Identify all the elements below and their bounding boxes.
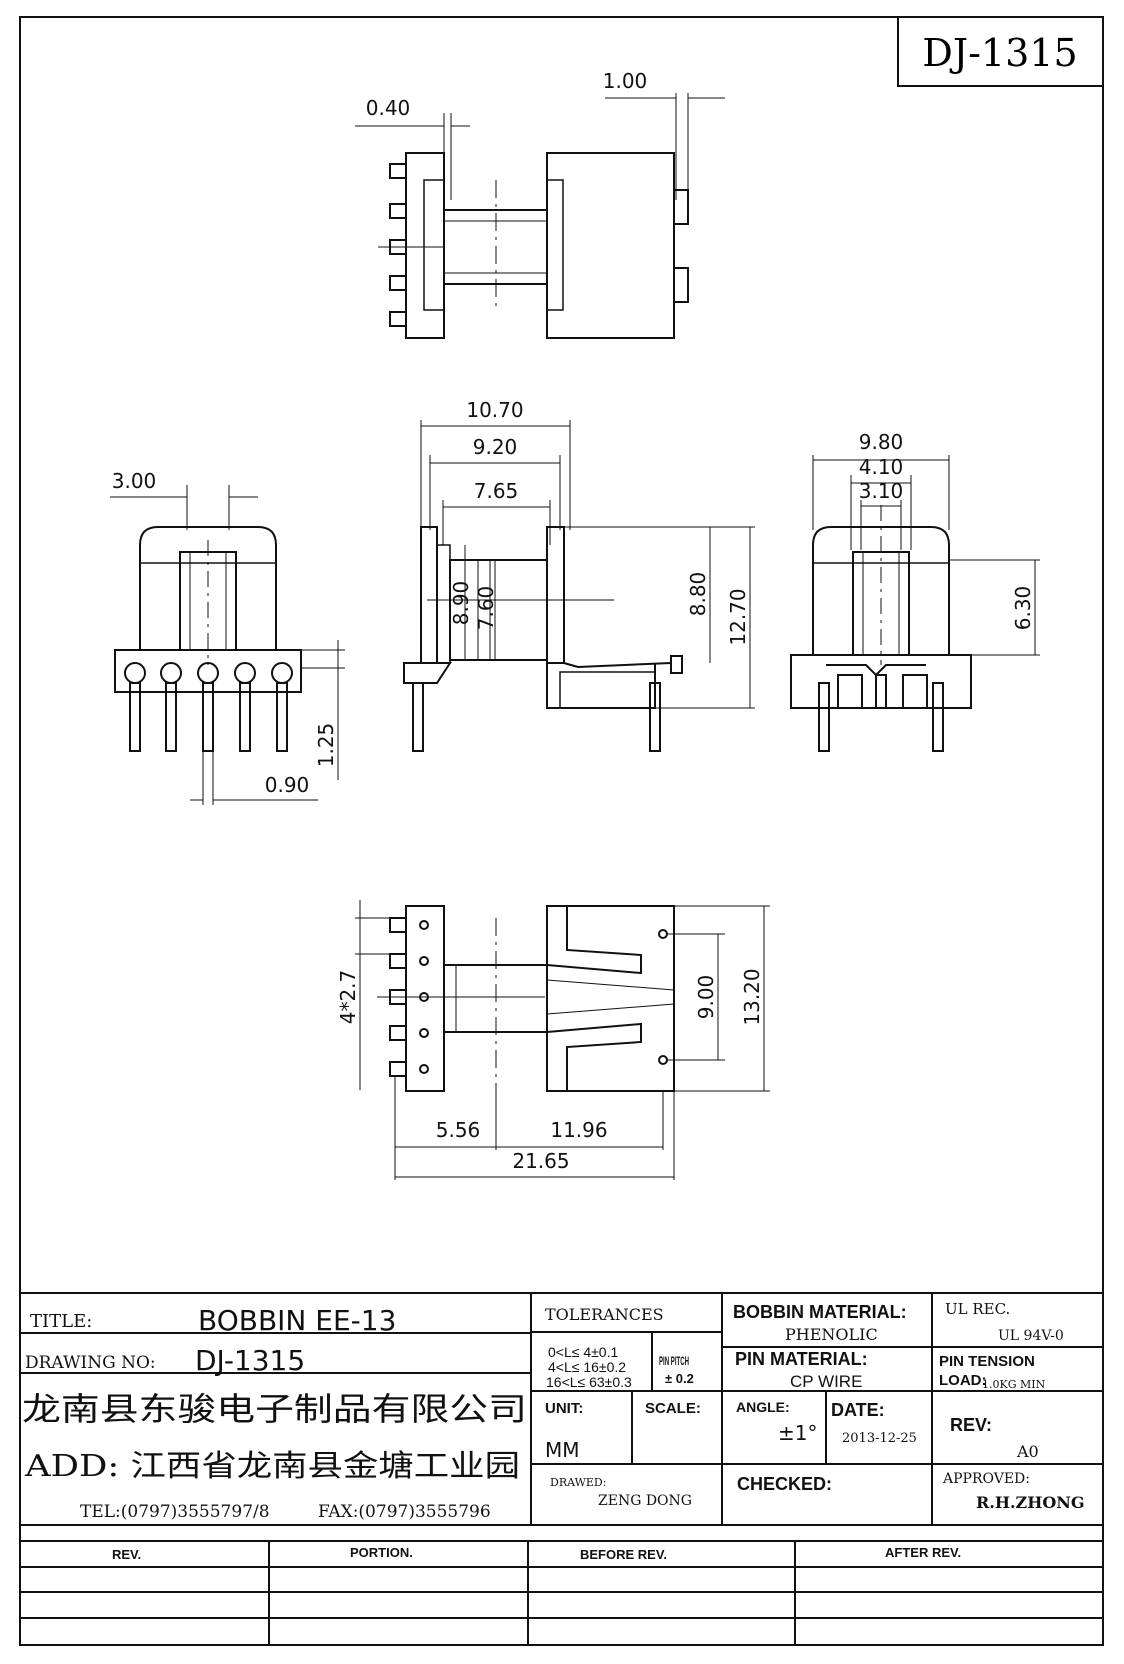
after-rev-header: AFTER REV.	[885, 1545, 961, 1560]
bottom-view	[355, 900, 770, 1180]
dimension-lines	[110, 97, 949, 801]
dim-1-00: 1.00	[603, 69, 648, 93]
pin-pitch-value: ± 0.2	[665, 1371, 694, 1386]
dim-9-80: 9.80	[859, 430, 904, 454]
drawing-no-label: DRAWING NO:	[25, 1353, 156, 1373]
dim-12-70: 12.70	[726, 588, 750, 645]
top-right-body	[546, 152, 675, 339]
angle-label: ANGLE:	[736, 1399, 790, 1415]
dim-0-90: 0.90	[265, 773, 310, 797]
drawed-label: DRAWED:	[550, 1476, 606, 1489]
dim-9-20: 9.20	[473, 435, 518, 459]
dim-10-70: 10.70	[466, 398, 523, 422]
rev-label: REV:	[950, 1415, 992, 1435]
dim-1-25: 1.25	[314, 723, 338, 768]
tolerance-row-1: 0<L≤ 4±0.1	[548, 1344, 618, 1360]
drawing-no-value: DJ-1315	[195, 1344, 305, 1377]
dim-21-65: 21.65	[512, 1149, 569, 1173]
tolerance-row-2: 4<L≤ 16±0.2	[548, 1359, 626, 1375]
load-label: LOAD:	[939, 1372, 987, 1389]
front-pins	[124, 662, 293, 752]
side-left-flange	[420, 526, 438, 664]
angle-value: ±1°	[778, 1421, 817, 1445]
title-label: TITLE:	[30, 1311, 92, 1332]
pin-material-label: PIN MATERIAL:	[735, 1349, 868, 1369]
dim-6-30: 6.30	[1011, 586, 1035, 631]
drawed-value: ZENG DONG	[598, 1493, 692, 1509]
unit-label: UNIT:	[545, 1400, 583, 1417]
right-view	[790, 455, 1040, 752]
scale-label: SCALE:	[645, 1400, 701, 1417]
bottom-left-flange	[405, 905, 445, 1092]
tolerances-label: TOLERANCES	[545, 1305, 664, 1324]
company-address: ADD: 江西省龙南县金塘工业园	[24, 1449, 520, 1484]
title-value: BOBBIN EE-13	[198, 1304, 396, 1337]
dim-5-56: 5.56	[436, 1118, 481, 1142]
dim-13-20: 13.20	[740, 968, 764, 1025]
sheet-border	[19, 16, 1104, 1646]
pin-tension-label: PIN TENSION	[939, 1353, 1035, 1370]
dim-8-80: 8.80	[686, 572, 710, 617]
side-view	[403, 420, 755, 752]
unit-value: MM	[545, 1438, 580, 1462]
portion-header: PORTION.	[350, 1545, 413, 1560]
pin-material-value: CP WIRE	[790, 1372, 862, 1391]
bottom-right-body	[546, 905, 675, 1092]
rev-value: A0	[1016, 1442, 1039, 1461]
bobbin-material-value: PHENOLIC	[785, 1325, 878, 1344]
load-value: 1.0KG MIN	[982, 1378, 1046, 1391]
fax-text: FAX:(0797)3555796	[318, 1502, 491, 1522]
title-block: TITLE: BOBBIN EE-13 DRAWING NO: DJ-1315 …	[20, 1292, 1103, 1645]
ul-rec-label: UL REC.	[945, 1300, 1010, 1318]
date-label: DATE:	[831, 1400, 885, 1420]
ul-rec-value: UL 94V-0	[998, 1328, 1064, 1344]
dim-0-40: 0.40	[366, 96, 411, 120]
dim-4-10: 4.10	[859, 455, 904, 479]
dim-7-65: 7.65	[474, 479, 519, 503]
rev-header: REV.	[112, 1547, 141, 1562]
dim-3-10: 3.10	[859, 479, 904, 503]
dim-4x2-7: 4*2.7	[336, 970, 360, 1025]
bobbin-material-label: BOBBIN MATERIAL:	[733, 1302, 907, 1322]
dimension-labels: 0.40 1.00 10.70 9.20 7.65 8.90 7.60 8.80…	[112, 69, 1035, 1173]
before-rev-header: BEFORE REV.	[580, 1547, 667, 1562]
pin-pitch-label: PIN PITCH	[659, 1354, 689, 1368]
dim-11-96: 11.96	[550, 1118, 607, 1142]
dim-9-00: 9.00	[694, 975, 718, 1020]
approved-value: R.H.ZHONG	[976, 1493, 1085, 1512]
checked-label: CHECKED:	[737, 1474, 832, 1494]
top-view	[378, 93, 689, 339]
dim-8-90: 8.90	[449, 581, 473, 626]
front-view	[114, 485, 345, 805]
dim-3-00: 3.00	[112, 469, 157, 493]
drawing-number-text: DJ-1315	[922, 31, 1077, 75]
side-right-flange	[546, 526, 565, 664]
tolerance-row-3: 16<L≤ 63±0.3	[546, 1374, 632, 1390]
date-value: 2013-12-25	[842, 1431, 917, 1446]
approved-label: APPROVED:	[942, 1471, 1030, 1487]
part-drawings	[110, 93, 1040, 1180]
company-name: 龙南县东骏电子制品有限公司	[22, 1390, 527, 1428]
front-base	[114, 649, 302, 693]
drawing-number-box: DJ-1315	[897, 17, 1103, 87]
dim-7-60: 7.60	[474, 586, 498, 631]
tel-text: TEL:(0797)3555797/8	[80, 1502, 270, 1522]
